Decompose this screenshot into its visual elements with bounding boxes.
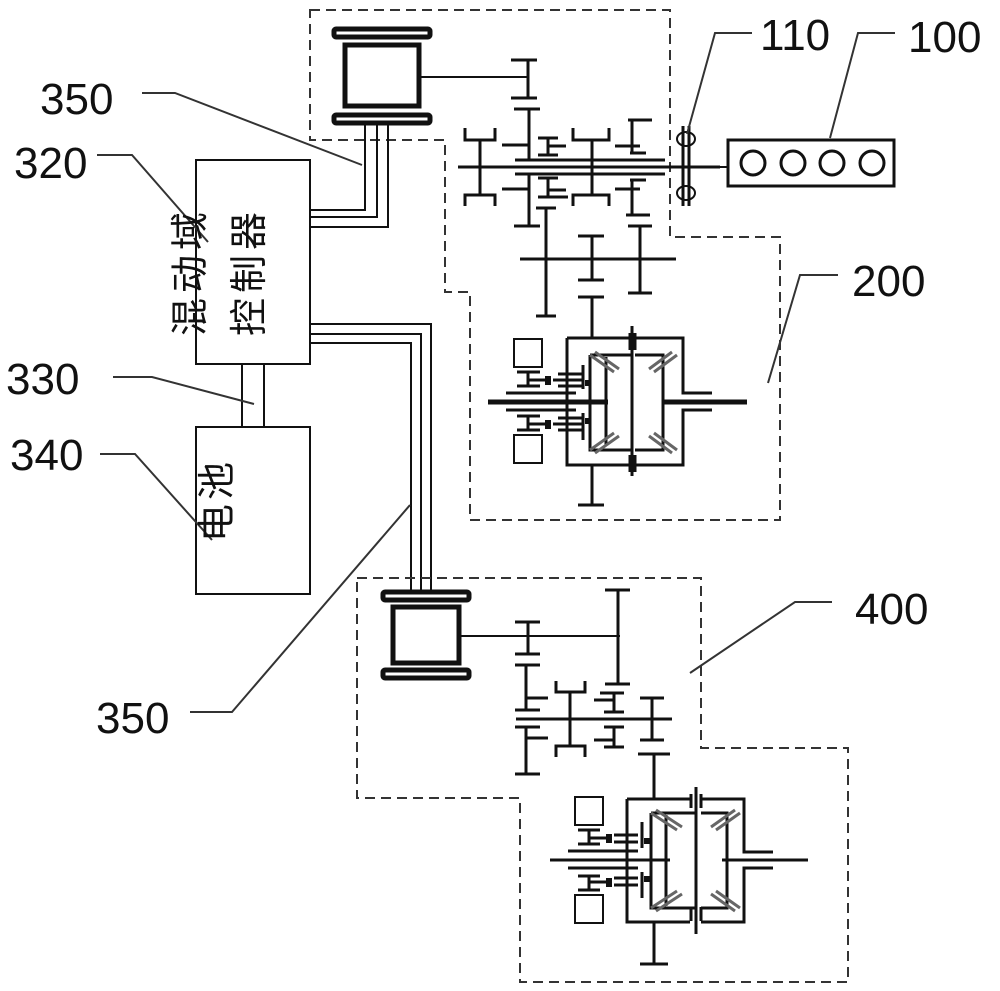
label-330: 330 [6, 355, 79, 404]
controller-char: 控 [227, 298, 271, 336]
battery [195, 426, 311, 595]
leader-350-bottom [190, 504, 411, 713]
rear-gear-train [515, 588, 672, 799]
engine [726, 138, 896, 188]
damper [676, 126, 728, 206]
leader-320 [97, 154, 209, 243]
controller-char: 混 [168, 298, 212, 336]
label-350-top: 350 [40, 75, 113, 124]
controller-char: 域 [168, 212, 212, 250]
front-differential [488, 326, 747, 507]
label-350-bottom: 350 [96, 694, 169, 743]
rear-motor [380, 589, 472, 681]
label-110: 110 [760, 11, 830, 60]
leader-110 [686, 32, 752, 135]
leader-340 [100, 453, 213, 541]
controller-char: 器 [227, 212, 271, 250]
label-100: 100 [908, 13, 981, 62]
leader-330 [113, 376, 255, 405]
rear-differential [550, 787, 808, 966]
motor-cable-top [310, 123, 389, 228]
motor-cable-bottom [310, 323, 432, 592]
front-gear-train [458, 58, 720, 338]
label-340: 340 [10, 431, 83, 480]
controller-char: 动 [168, 255, 212, 293]
leader-100 [829, 32, 895, 139]
leader-350-top [142, 92, 363, 166]
leader-400 [689, 601, 832, 674]
rear-transmission-boundary [356, 577, 849, 983]
battery-label: 电 池 [195, 462, 239, 542]
battery-char: 池 [195, 462, 239, 500]
front-transmission-boundary [309, 9, 781, 521]
label-320: 320 [14, 139, 87, 188]
front-motor [331, 26, 433, 126]
controller-label: 混 动 域 控 制 器 [168, 212, 271, 336]
controller-char: 制 [227, 255, 271, 293]
label-400: 400 [855, 585, 928, 634]
hybrid-domain-controller [195, 159, 311, 365]
battery-char: 电 [195, 504, 239, 542]
leader-200 [767, 274, 838, 384]
label-200: 200 [852, 257, 925, 306]
